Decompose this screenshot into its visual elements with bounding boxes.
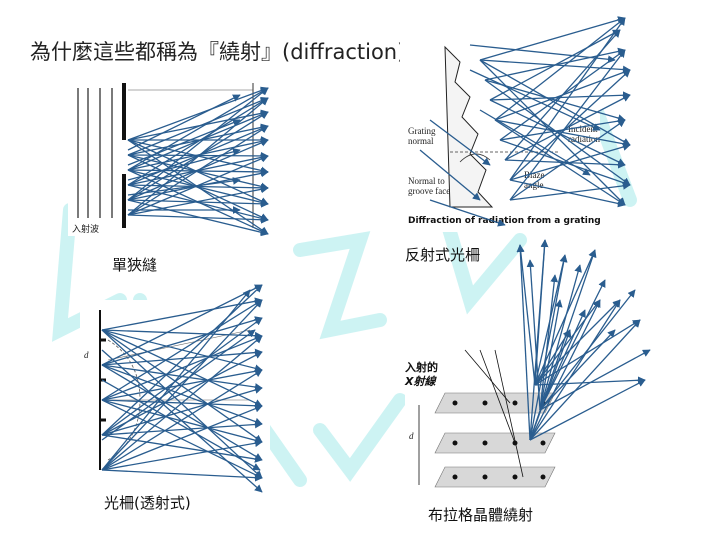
- page-title: 為什麼這些都稱為『繞射』(diffraction)？: [30, 40, 427, 64]
- ray-arrow: [529, 254, 568, 441]
- ray-arrow: [127, 87, 269, 201]
- ray-arrow: [127, 87, 269, 171]
- ray-arrow: [101, 349, 263, 493]
- ray-arrow: [127, 97, 269, 216]
- ray-arrow: [469, 44, 616, 64]
- grating-normal-label: Grating normal: [408, 126, 436, 146]
- ray-arrow: [101, 399, 263, 479]
- ray-arrow: [539, 349, 651, 411]
- ray-arrow: [419, 149, 481, 201]
- ray-arrow: [489, 29, 621, 101]
- ray-arrow: [529, 299, 621, 441]
- ray-arrow: [534, 299, 621, 386]
- ray-arrow: [529, 329, 572, 441]
- grating-spacing-label: d: [84, 350, 89, 360]
- incident-wave-label: 入射波: [72, 224, 100, 234]
- ray-arrow: [127, 94, 241, 151]
- ray-arrow: [101, 284, 263, 436]
- ray-arrow: [539, 299, 563, 411]
- ray-arrow: [127, 97, 269, 156]
- ray-arrow: [101, 299, 263, 471]
- ray-arrow: [101, 329, 256, 441]
- ray-arrow: [509, 17, 626, 181]
- ray-arrow: [469, 69, 601, 131]
- ray-arrow: [127, 118, 241, 166]
- incident-xray-label-2: X射線: [405, 375, 436, 388]
- ray-arrow: [101, 329, 263, 340]
- caption-transmission-grating: 光柵(透射式): [104, 494, 191, 512]
- ray-arrow: [101, 379, 261, 471]
- ray-arrow: [101, 329, 263, 443]
- ray-arrow: [127, 97, 269, 186]
- ray-arrow: [101, 469, 263, 482]
- ray-arrow: [516, 244, 531, 441]
- ray-arrow: [101, 364, 263, 426]
- ray-arrow: [101, 329, 263, 479]
- ray-arrow: [101, 348, 263, 366]
- caption-reflection-grating: 反射式光柵: [405, 246, 481, 264]
- ray-arrow: [494, 17, 626, 121]
- ray-arrow: [101, 369, 263, 471]
- ray-arrow: [101, 297, 263, 331]
- ray-arrow: [429, 119, 491, 166]
- incident-xray-label-1: 入射的: [405, 361, 438, 374]
- ray-arrow: [101, 334, 263, 401]
- ray-arrow: [509, 119, 626, 201]
- ray-arrow: [534, 299, 601, 386]
- normal-groove-label: Normal to groove face: [408, 176, 451, 196]
- ray-arrow: [127, 177, 241, 196]
- ray-arrow: [516, 244, 536, 386]
- ray-arrow: [101, 335, 263, 471]
- ray-arrow: [479, 59, 626, 206]
- caption-bragg: 布拉格晶體繞射: [428, 506, 534, 524]
- ray-arrow: [529, 239, 549, 441]
- plane-spacing-label: d: [409, 431, 414, 441]
- ray-arrow: [127, 125, 269, 216]
- ray-arrow: [529, 319, 641, 441]
- ray-arrow: [539, 274, 559, 411]
- ray-arrow: [479, 16, 626, 61]
- ray-arrow: [127, 86, 269, 141]
- ray-arrow: [509, 49, 626, 201]
- ray-arrow: [539, 264, 582, 411]
- ray-arrow: [101, 299, 263, 401]
- ray-arrow: [526, 259, 541, 411]
- ray-arrow: [127, 214, 269, 224]
- ray-arrow: [529, 299, 601, 441]
- ray-arrow: [479, 109, 591, 176]
- ray-arrow: [127, 148, 241, 181]
- ray-arrow: [101, 289, 251, 471]
- ray-arrow: [509, 69, 631, 181]
- ray-arrow: [509, 182, 631, 201]
- caption-single-slit: 單狹縫: [112, 256, 158, 274]
- ray-arrow: [101, 364, 263, 461]
- ray-arrow: [529, 379, 646, 441]
- ray-arrow: [429, 199, 506, 227]
- ray-arrow: [539, 329, 616, 411]
- ray-arrow: [101, 420, 263, 436]
- incident-radiation-label: Incident radiation: [568, 124, 600, 144]
- ray-arrow: [101, 317, 263, 436]
- ray-arrow: [101, 386, 263, 436]
- ray-arrow: [101, 284, 263, 366]
- ray-arrow: [101, 404, 263, 471]
- ray-arrow: [101, 439, 263, 471]
- ray-arrow: [101, 316, 263, 366]
